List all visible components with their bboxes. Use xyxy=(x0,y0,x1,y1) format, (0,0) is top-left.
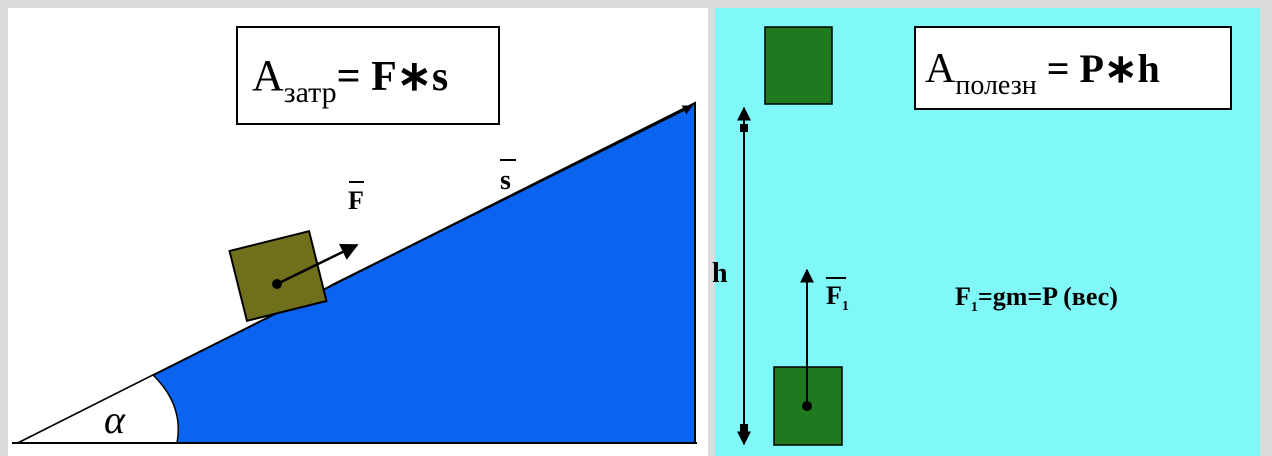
formula-right-sub: полезн xyxy=(955,70,1036,101)
height-tick-top xyxy=(740,124,748,132)
formula-left-main: A xyxy=(252,51,284,100)
formula-right: Aполезн = P∗h xyxy=(925,46,1160,101)
angle-arc xyxy=(17,374,179,444)
formula-right-main: A xyxy=(925,46,956,92)
formula-right-rest: = P∗h xyxy=(1037,46,1160,91)
formula-left: Aзатр= F∗s xyxy=(252,51,448,109)
height-label: h xyxy=(712,258,728,289)
block-top xyxy=(764,26,833,105)
lift-force-sub: 1 xyxy=(842,299,849,314)
left-panel: α F s Aзатр= F∗s xyxy=(8,8,708,456)
weight-relation-lead: F xyxy=(955,282,971,311)
angle-label: α xyxy=(104,397,126,442)
displacement-vector xyxy=(329,105,693,287)
force-vector xyxy=(276,243,359,286)
lift-force-main: F xyxy=(826,281,842,310)
height-tick-bottom xyxy=(740,424,748,432)
displacement-label: s xyxy=(500,165,511,196)
weight-relation: F1=gm=P (вес) xyxy=(955,282,1118,315)
force-label: F xyxy=(348,186,364,215)
formula-left-rest: = F∗s xyxy=(337,54,449,100)
formula-left-sub: затр xyxy=(284,76,337,109)
formula-box-right xyxy=(914,26,1232,110)
block-on-incline xyxy=(228,229,328,323)
right-panel: h F1 F1=gm=P (вес) Aполезн = P∗h xyxy=(712,8,1260,456)
weight-relation-sub: 1 xyxy=(971,300,978,315)
formula-box-left xyxy=(236,26,500,125)
weight-relation-rest: =gm=P (вес) xyxy=(978,282,1118,311)
lift-force-label: F1 xyxy=(826,281,849,314)
